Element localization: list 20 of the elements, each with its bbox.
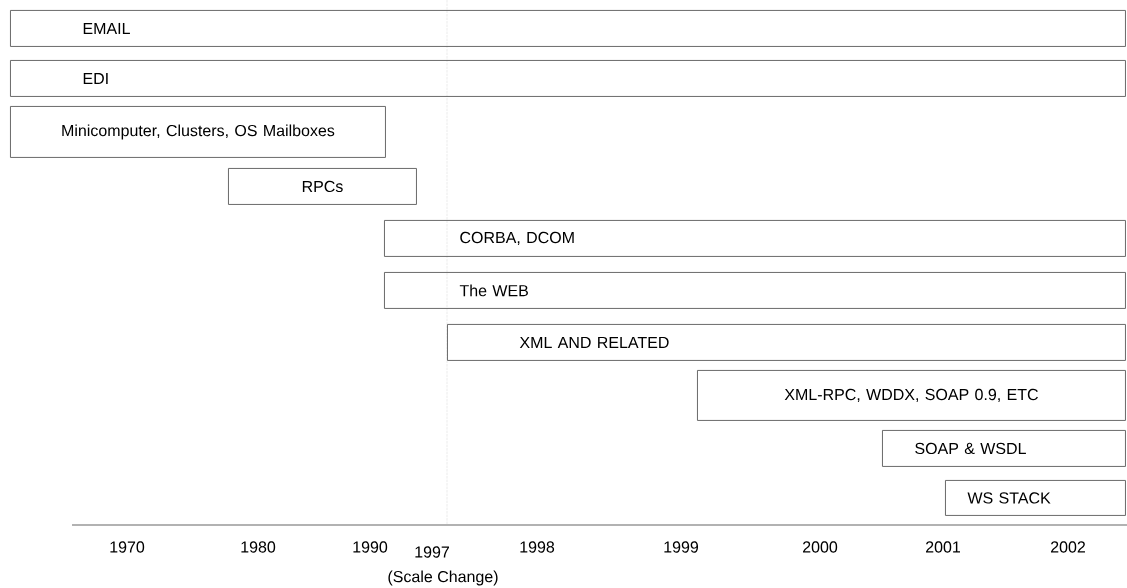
period-bar: The WEB: [384, 272, 1126, 309]
period-bar: WS STACK: [945, 480, 1126, 516]
year-label: 1998: [520, 541, 555, 553]
period-bar: EMAIL: [10, 10, 1126, 47]
period-bar: XML AND RELATED: [447, 324, 1126, 361]
year-label: 1999: [664, 541, 699, 553]
period-bar: EDI: [10, 60, 1126, 97]
year-label: 1970: [110, 541, 145, 553]
period-bar: XML-RPC, WDDX, SOAP 0.9, ETC: [697, 370, 1126, 421]
year-label: 2000: [803, 541, 838, 553]
year-label: 2001: [926, 541, 960, 553]
period-bar: Minicomputer, Clusters, OS Mailboxes: [10, 106, 386, 158]
period-bar: SOAP & WSDL: [882, 430, 1126, 467]
year-label: 2002: [1051, 541, 1085, 553]
year-label: 1997: [415, 546, 449, 558]
period-bar: CORBA, DCOM: [384, 220, 1126, 257]
year-label: 1980: [241, 541, 276, 553]
year-label: 1990: [353, 541, 388, 553]
axis-note: (Scale Change): [388, 570, 498, 586]
period-bar: RPCs: [228, 168, 417, 205]
